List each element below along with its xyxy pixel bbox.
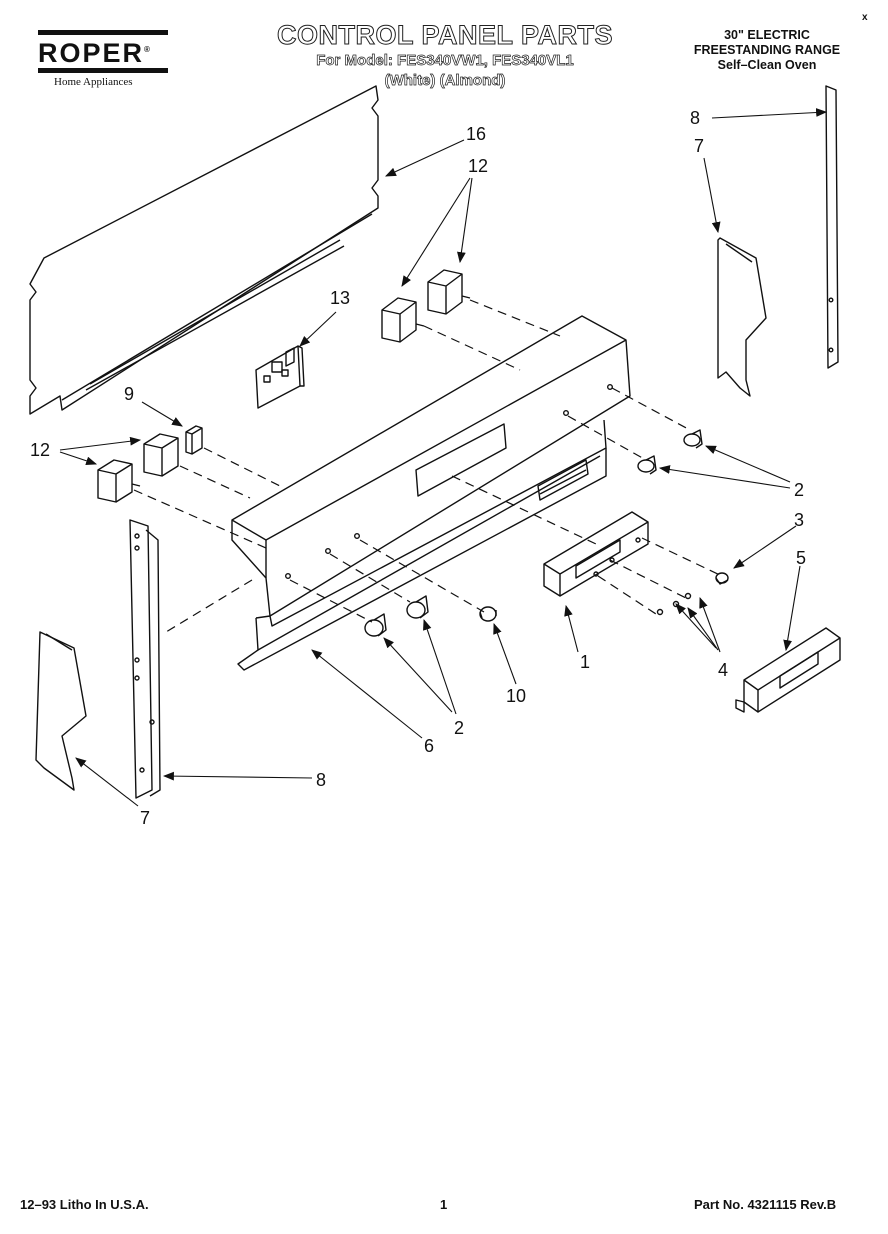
callout-3: 3 xyxy=(794,510,804,530)
callout-2-lower: 2 xyxy=(454,718,464,738)
callout-12-left: 12 xyxy=(30,440,50,460)
model-line: For Model: FES340VW1, FES340VL1 xyxy=(316,52,574,70)
logo-bottom-bar xyxy=(38,68,168,73)
assembly-guide-lines xyxy=(133,299,723,633)
callout-8-right: 8 xyxy=(690,108,700,128)
color-line: (White) (Almond) xyxy=(384,72,506,90)
product-line-1: 30" ELECTRIC xyxy=(724,28,810,42)
callout-1: 1 xyxy=(580,652,590,672)
product-line-3: Self–Clean Oven xyxy=(717,58,817,72)
registered-mark: ® xyxy=(144,45,152,54)
page-title-block: CONTROL PANEL PARTS For Model: FES340VW1… xyxy=(200,20,690,91)
part-8-left-trim xyxy=(129,519,161,799)
part-2-knobs-right xyxy=(637,429,703,475)
logo-wordmark: ROPER® xyxy=(38,37,168,68)
footer-print-info: 12–93 Litho In U.S.A. xyxy=(20,1197,149,1212)
footer-part-number: Part No. 4321115 Rev.B xyxy=(694,1197,837,1212)
part-7-left-endcap xyxy=(35,631,87,791)
part-16-rear-panel xyxy=(29,85,379,415)
callout-7-right: 7 xyxy=(694,136,704,156)
callout-7-left: 7 xyxy=(140,808,150,828)
part-12-left-switches xyxy=(97,433,179,503)
part-9-indicator xyxy=(185,425,203,455)
roper-logo: ROPER® Home Appliances xyxy=(38,28,168,88)
part-6-control-console xyxy=(231,315,631,671)
part-8-right-trim xyxy=(825,85,839,369)
brand-name: ROPER xyxy=(38,38,145,68)
callout-12-upper: 12 xyxy=(468,156,488,176)
page-title: CONTROL PANEL PARTS xyxy=(276,20,614,51)
part-10-button xyxy=(479,606,497,622)
part-5-clock-overlay xyxy=(735,627,841,713)
callout-5: 5 xyxy=(796,548,806,568)
callout-16: 16 xyxy=(466,124,486,144)
part-2-knobs-lower xyxy=(364,595,429,637)
callout-13: 13 xyxy=(330,288,350,308)
callout-2-right: 2 xyxy=(794,480,804,500)
product-description: 30" ELECTRIC FREESTANDING RANGE Self–Cle… xyxy=(662,28,872,73)
part-13-switch xyxy=(255,345,305,409)
corner-mark: x xyxy=(862,12,868,23)
leader-arrows xyxy=(59,108,828,807)
part-12-upper-switches xyxy=(381,269,471,343)
brand-tagline: Home Appliances xyxy=(54,76,133,88)
part-3-bezel-knob xyxy=(715,572,729,585)
part-7-right-endcap xyxy=(717,237,767,397)
logo-top-bar xyxy=(38,30,168,35)
callout-8-left: 8 xyxy=(316,770,326,790)
product-line-2: FREESTANDING RANGE xyxy=(693,43,841,57)
part-4-screws xyxy=(656,592,692,616)
callout-9: 9 xyxy=(124,384,134,404)
callout-numbers: 16 12 13 9 12 8 7 2 3 5 1 4 10 2 6 8 7 xyxy=(30,108,806,828)
callout-10: 10 xyxy=(506,686,526,706)
callout-4: 4 xyxy=(718,660,728,680)
footer-page-number: 1 xyxy=(440,1197,448,1212)
part-1-clock-bracket xyxy=(543,511,649,597)
callout-6: 6 xyxy=(424,736,434,756)
